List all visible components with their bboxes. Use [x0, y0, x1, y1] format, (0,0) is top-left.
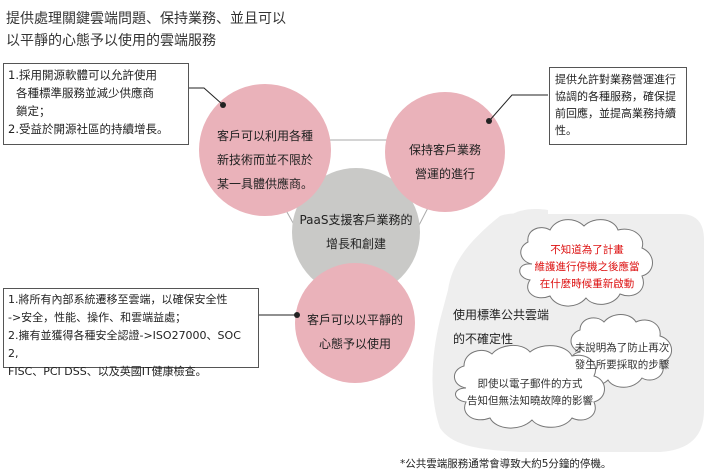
left-circle [199, 84, 331, 216]
center-label-line: 增長和創建 [325, 237, 386, 251]
right-label-line: 保持客戶業務 [408, 143, 481, 157]
cloud-bottom [454, 345, 605, 429]
callout-business-continuity: 提供允許對業務營運進行 協調的各種服務，確保提 前回應，並提高業務持續 性。 [549, 67, 687, 145]
callout-line: FISC、PCI DSS、以及英國IT健康檢查。 [8, 365, 207, 378]
cloud-red-text: 不知道為了計畫 維護進行停機之後應當 在什麼時候重新啟動 [524, 242, 650, 293]
leader-dot-top-left [220, 102, 226, 108]
cloud-line: 發生所要採取的步驟 [574, 359, 670, 371]
left-label-line: 客戶可以利用各種 [216, 129, 313, 143]
bottom-label-line: 客戶可以以平靜的 [306, 313, 403, 327]
callout-security: 1.將所有內部系統遷移至雲端，以確保安全性 ->安全，性能、操作、和雲端益處； … [3, 288, 259, 378]
cloud-line: 告知但無法知曉故障的影響 [467, 395, 593, 407]
left-label-line: 某一具體供應商。 [216, 177, 313, 191]
leader-top-right [489, 94, 548, 121]
cloud-right-text: 未說明為了防止再次 發生所要採取的步驟 [574, 340, 670, 374]
callout-line: ->安全，性能、操作、和雲端益處； [8, 311, 187, 324]
callout-line: 協調的各種服務，確保提 [555, 90, 676, 103]
center-label-line: PaaS支援客戶業務的 [299, 213, 413, 227]
right-circle [385, 92, 505, 212]
callout-open-source: 1.採用開源軟體可以允許使用 各種標準服務並減少供應商 鎖定； 2.受益於開源社… [3, 63, 189, 145]
cloud-line: 未說明為了防止再次 [574, 342, 670, 354]
footnote: *公共雲端服務通常會導致大約5分鐘的停機。 [400, 458, 612, 470]
title-line-2: 以平靜的心態予以使用的雲端服務 [6, 33, 216, 49]
uncertainty-line: 使用標準公共雲端 [453, 308, 550, 322]
right-label-line: 營運的進行 [414, 167, 475, 181]
bottom-circle-label: 客戶可以以平靜的 心態予以使用 [300, 308, 410, 356]
title-line-1: 提供處理關鍵雲端問題、保持業務、並且可以 [6, 11, 286, 27]
callout-line: 性。 [555, 124, 577, 137]
cloud-red [519, 219, 653, 307]
page-title: 提供處理關鍵雲端問題、保持業務、並且可以 以平靜的心態予以使用的雲端服務 [6, 8, 286, 52]
cloud-bottom-text: 即使以電子郵件的方式 告知但無法知曉故障的影響 [456, 376, 604, 410]
cloud-line: 維護進行停機之後應當 [534, 261, 640, 273]
bottom-label-line: 心態予以使用 [318, 337, 391, 351]
cloud-line: 即使以電子郵件的方式 [477, 378, 583, 390]
cloud-line: 在什麼時候重新啟動 [539, 278, 635, 290]
callout-line: 1.將所有內部系統遷移至雲端，以確保安全性 [8, 293, 228, 306]
leader-dot-top-right [486, 118, 492, 124]
left-label-line: 新技術而並不限於 [216, 153, 313, 167]
center-circle [292, 168, 420, 296]
left-circle-label: 客戶可以利用各種 新技術而並不限於 某一具體供應商。 [203, 124, 327, 196]
bottom-circle [295, 263, 415, 383]
callout-line: 2.擁有並獲得各種安全認證->ISO27000、SOC 2, [8, 329, 241, 360]
uncertainty-heading: 使用標準公共雲端 的不確定性 [453, 303, 549, 351]
leader-top-left [188, 87, 223, 105]
right-circle-label: 保持客戶業務 營運的進行 [395, 138, 495, 186]
center-circle-label: PaaS支援客戶業務的 增長和創建 [292, 208, 420, 256]
callout-line: 鎖定； [16, 104, 51, 118]
uncertainty-line: 的不確定性 [453, 332, 514, 346]
callout-line: 2.受益於開源社區的持續增長。 [8, 122, 169, 136]
callout-line: 提供允許對業務營運進行 [555, 73, 676, 86]
callout-line: 1.採用開源軟體可以允許使用 [8, 68, 157, 82]
leader-dot-bottom-left [294, 312, 300, 318]
callout-line: 前回應，並提高業務持續 [555, 107, 676, 120]
callout-line: 各種標準服務並減少供應商 [16, 86, 154, 100]
cloud-line: 不知道為了計畫 [550, 244, 624, 256]
